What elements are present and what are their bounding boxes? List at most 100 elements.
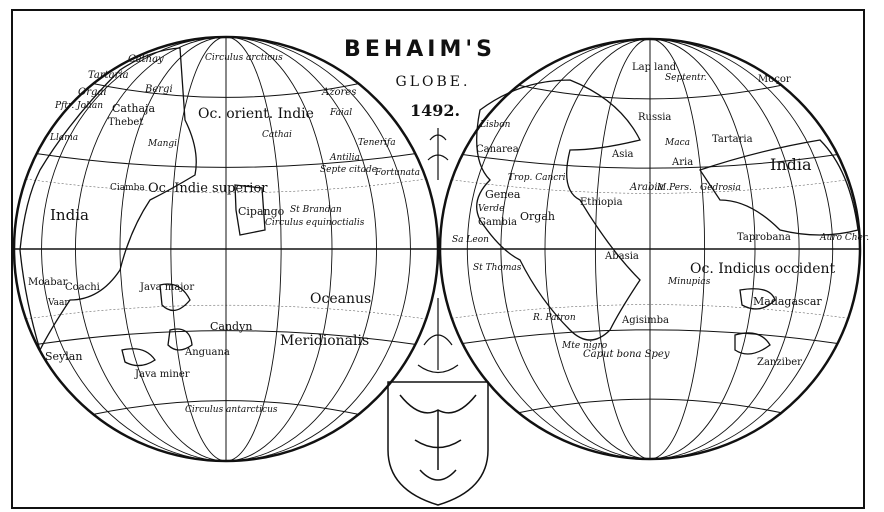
right-place-label: Mte nigro <box>561 341 608 351</box>
left-meridian <box>41 36 411 462</box>
right-parallel <box>451 179 849 194</box>
left-parallel <box>25 305 427 320</box>
left-place-label: Cathay <box>128 54 164 65</box>
right-place-label: Taprobana <box>737 232 791 243</box>
right-place-label: Orgah <box>520 210 555 223</box>
right-place-label: Septentr. <box>665 73 707 83</box>
left-place-label: Circulus antarcticus <box>185 405 278 415</box>
ornament-top <box>427 128 449 180</box>
right-parallel <box>462 329 838 344</box>
right-place-label: Lap land <box>632 62 677 73</box>
right-place-label: Abasia <box>604 251 639 262</box>
left-place-label: Mangi <box>147 139 177 149</box>
right-place-label: R. Patron <box>532 313 576 323</box>
right-place-label: Zanziber <box>757 357 802 368</box>
right-parallel <box>518 398 782 414</box>
map-frame <box>11 9 865 509</box>
left-place-label: Oc. Indie superior <box>148 181 268 196</box>
right-place-label: Trop. Cancri <box>508 173 566 183</box>
left-place-label: Llama <box>49 133 78 143</box>
right-place-label: Lisbon <box>479 120 511 130</box>
right-place-label: St Thomas <box>473 263 522 273</box>
left-place-label: Circulus equinoctialis <box>265 218 365 228</box>
left-place-label: Pftr. Johan <box>54 101 103 111</box>
right-place-label: Ethiopia <box>580 197 623 208</box>
right-place-label: Agisimba <box>621 315 669 326</box>
left-place-label: Oceanus <box>310 291 371 307</box>
left-place-label: Seylan <box>45 350 82 363</box>
left-parallel <box>93 83 359 98</box>
left-place-label: Coachi <box>65 282 100 293</box>
left-place-label: St Brandan <box>290 205 342 215</box>
left-parallel <box>36 330 416 345</box>
left-place-label: Tartaria <box>88 70 129 81</box>
asia-coast <box>19 47 197 352</box>
right-place-label: M.Pers. <box>656 183 692 193</box>
left-parallel <box>93 400 359 415</box>
left-place-label: Vaar <box>47 298 69 308</box>
left-place-label: Oc. orient. Indie <box>198 106 314 122</box>
right-place-label: Verde <box>478 204 504 214</box>
left-place-label: Faial <box>329 108 352 118</box>
right-place-label: India <box>770 155 812 174</box>
left-parallel <box>25 178 427 193</box>
left-place-label: Cathaja <box>112 102 155 115</box>
right-place-label: Maca <box>664 138 690 148</box>
right-place-label: Auro Cher. <box>819 233 869 243</box>
left-place-label: Bergi <box>144 84 173 95</box>
map-year: 1492. <box>410 101 460 120</box>
right-parallel <box>451 304 849 319</box>
right-place-label: Tartaria <box>712 134 753 145</box>
left-place-label: Meridionalis <box>280 333 369 349</box>
left-place-label: Java miner <box>134 369 190 380</box>
left-place-label: Java major <box>139 282 194 293</box>
right-place-label: Genea <box>485 188 521 201</box>
right-place-label: Gambia <box>478 217 517 228</box>
right-parallel <box>462 154 838 169</box>
right-place-label: Asia <box>611 149 634 160</box>
right-place-label: Oc. Indicus occident <box>690 261 836 277</box>
madagascar-island <box>739 288 776 310</box>
left-place-label: Fortunata <box>374 168 420 178</box>
left-place-label: Thebet <box>108 117 143 128</box>
coat-of-arms-shield <box>387 381 489 506</box>
left-place-label: Septe citade <box>320 165 377 175</box>
right-parallel <box>518 84 782 100</box>
right-place-label: Madagascar <box>753 295 822 308</box>
left-place-label: Anguana <box>184 347 230 358</box>
right-place-label: Sa Leon <box>452 235 489 245</box>
left-place-label: Candyn <box>210 320 252 333</box>
map-title: BEHAIM'S <box>344 37 496 62</box>
right-place-label: Moçor <box>758 74 791 85</box>
right-place-label: Arabia <box>629 182 664 193</box>
right-place-label: Aria <box>671 157 693 168</box>
left-place-label: Antilia <box>329 153 360 163</box>
landmasses <box>19 47 859 367</box>
anguana-island <box>167 328 193 351</box>
map-subtitle: GLOBE. <box>396 74 471 90</box>
left-place-label: Orgai <box>78 87 107 98</box>
left-place-label: Cathai <box>262 130 292 140</box>
left-place-label: Tenerifa <box>358 138 396 148</box>
ornament-middle <box>417 298 459 374</box>
cipango-island <box>234 184 266 236</box>
right-place-label: Caput bona Spey <box>583 349 670 360</box>
right-place-label: Russia <box>638 112 671 123</box>
left-place-label: Azores <box>321 87 356 98</box>
right-place-label: Canarea <box>476 144 519 155</box>
left-parallel <box>36 153 416 168</box>
left-hemisphere-graticule <box>12 35 440 463</box>
java-minor-island <box>121 348 156 367</box>
zanziber-island <box>734 332 771 355</box>
left-place-label: Ciamba <box>110 183 145 193</box>
right-hemisphere-graticule <box>438 37 862 461</box>
europe-africa-coast <box>476 79 641 341</box>
java-major-island <box>159 283 191 312</box>
right-place-label: Gedrosia <box>700 183 741 193</box>
left-place-label: Moabar <box>28 277 68 288</box>
right-place-label: Minupias <box>667 277 711 287</box>
